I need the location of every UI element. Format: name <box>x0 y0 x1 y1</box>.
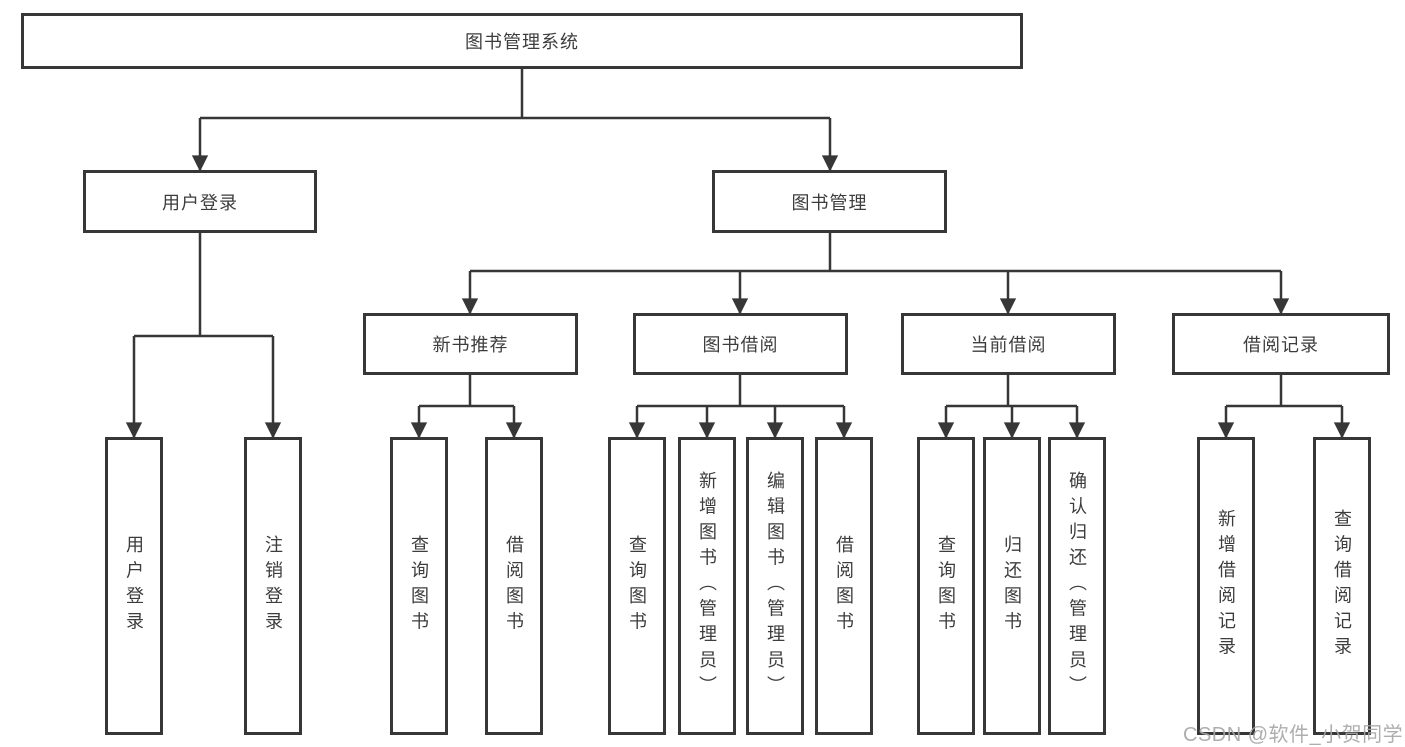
leaf-nbr-query-book-label: 查询图书 <box>409 534 429 638</box>
node-user-login: 用户登录 <box>83 170 317 233</box>
leaf-bb-add-book-admin: 新增图书（管理员） <box>678 437 736 735</box>
leaf-user-login-label: 用户登录 <box>124 534 144 638</box>
node-borrow-record: 借阅记录 <box>1172 313 1390 375</box>
leaf-nbr-query-book: 查询图书 <box>390 437 448 735</box>
leaf-bb-edit-book-admin: 编辑图书（管理员） <box>746 437 804 735</box>
node-book-borrow-label: 图书借阅 <box>702 335 779 355</box>
leaf-cb-return-book: 归还图书 <box>983 437 1041 735</box>
leaf-logout-label: 注销登录 <box>263 534 283 638</box>
leaf-br-query-record: 查询借阅记录 <box>1313 437 1371 735</box>
csdn-watermark: CSDN @软件_小贺同学 <box>1183 724 1404 746</box>
node-book-management-label: 图书管理 <box>791 192 868 213</box>
leaf-cb-return-book-label: 归还图书 <box>1002 534 1022 638</box>
leaf-user-login: 用户登录 <box>105 437 163 735</box>
leaf-cb-confirm-return-admin: 确认归还（管理员） <box>1048 437 1106 735</box>
leaf-br-add-record-label: 新增借阅记录 <box>1216 509 1236 663</box>
node-user-login-label: 用户登录 <box>162 192 238 213</box>
node-current-borrow-label: 当前借阅 <box>970 335 1047 355</box>
leaf-bb-borrow-book: 借阅图书 <box>815 437 873 735</box>
node-borrow-record-label: 借阅记录 <box>1243 335 1319 355</box>
leaf-br-add-record: 新增借阅记录 <box>1197 437 1255 735</box>
leaf-br-query-record-label: 查询借阅记录 <box>1332 509 1352 663</box>
node-book-borrow: 图书借阅 <box>633 313 848 375</box>
leaf-logout: 注销登录 <box>244 437 302 735</box>
node-root: 图书管理系统 <box>21 13 1023 69</box>
leaf-nbr-borrow-book-label: 借阅图书 <box>504 534 524 638</box>
node-new-book-recommend: 新书推荐 <box>363 313 578 375</box>
leaf-bb-query-book-label: 查询图书 <box>627 534 647 638</box>
leaf-cb-query-book: 查询图书 <box>917 437 975 735</box>
node-new-book-recommend-label: 新书推荐 <box>432 335 509 355</box>
leaf-nbr-borrow-book: 借阅图书 <box>485 437 543 735</box>
leaf-bb-query-book: 查询图书 <box>608 437 666 735</box>
node-current-borrow: 当前借阅 <box>901 313 1116 375</box>
node-root-label: 图书管理系统 <box>465 32 579 52</box>
leaf-bb-add-book-admin-label: 新增图书（管理员） <box>697 470 717 702</box>
leaf-cb-query-book-label: 查询图书 <box>936 534 956 638</box>
leaf-bb-edit-book-admin-label: 编辑图书（管理员） <box>765 470 785 702</box>
node-book-management: 图书管理 <box>712 170 947 233</box>
leaf-cb-confirm-return-admin-label: 确认归还（管理员） <box>1067 470 1087 702</box>
leaf-bb-borrow-book-label: 借阅图书 <box>834 534 854 638</box>
